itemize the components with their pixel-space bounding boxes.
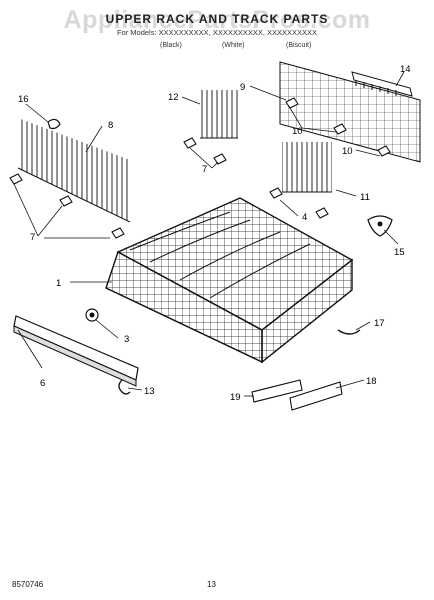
callout-10a: 10 [292, 126, 303, 137]
callout-13: 13 [144, 386, 155, 397]
callout-18: 18 [366, 376, 377, 387]
callout-11: 11 [360, 192, 370, 203]
callout-7b: 7 [202, 164, 207, 175]
callout-4: 4 [302, 212, 307, 223]
part-12-tine-row [200, 90, 238, 139]
callout-6: 6 [40, 378, 45, 389]
callout-3: 3 [124, 334, 129, 345]
part-6-track [13, 315, 139, 387]
color-black: (Black) [160, 42, 182, 49]
part-18-19-assembly [251, 379, 343, 411]
part-13-clip [118, 379, 131, 395]
callout-10b: 10 [342, 146, 353, 157]
page-title: UPPER RACK AND TRACK PARTS [105, 12, 329, 26]
watermark: AppliancePartsPros.com [63, 6, 371, 34]
callout-7a: 7 [30, 232, 35, 243]
callout-12: 12 [168, 92, 179, 103]
small-clips [9, 97, 391, 239]
callout-8: 8 [108, 120, 113, 131]
callout-15: 15 [394, 247, 405, 258]
callout-1: 1 [56, 278, 61, 289]
document-number: 8570746 [12, 580, 44, 589]
part-16-clip [47, 118, 61, 130]
part-14-shield [279, 61, 421, 163]
part-17-clip [337, 329, 361, 335]
callout-16: 16 [18, 94, 29, 105]
color-white: (White) [222, 42, 245, 49]
part-15-clip [367, 215, 393, 237]
callout-19: 19 [230, 392, 241, 403]
callout-9: 9 [240, 82, 245, 93]
page-number: 13 [207, 580, 216, 589]
callout-17: 17 [374, 318, 385, 329]
model-list: For Models: XXXXXXXXXX, XXXXXXXXXX, XXXX… [116, 28, 318, 37]
leader-lines [13, 71, 405, 397]
color-biscuit: (Biscuit) [286, 42, 312, 49]
part-1-upper-rack [105, 197, 354, 364]
part-8-tine-row [17, 118, 131, 223]
callout-14: 14 [400, 64, 411, 75]
part-11-tine-row [282, 142, 332, 193]
part-3-wheel [85, 308, 99, 322]
